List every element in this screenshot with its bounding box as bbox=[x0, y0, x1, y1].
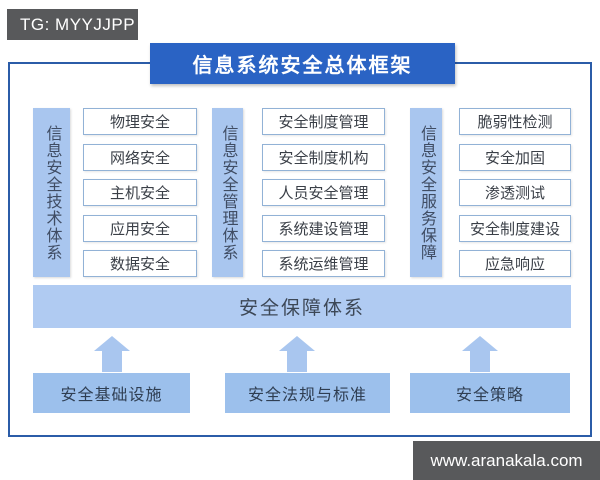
framework-item: 渗透测试 bbox=[459, 179, 571, 206]
arrow-head bbox=[462, 336, 498, 351]
arrow-stem bbox=[102, 351, 122, 372]
framework-item: 安全制度建设 bbox=[459, 214, 571, 242]
arrow-head bbox=[94, 336, 130, 351]
framework-item: 应用安全 bbox=[83, 214, 197, 242]
column-stack-technology: 物理安全 网络安全 主机安全 应用安全 数据安全 bbox=[83, 108, 197, 277]
arrow-stem bbox=[287, 351, 307, 372]
up-arrow-icon bbox=[462, 336, 498, 372]
column-stack-service: 脆弱性检测 安全加固 渗透测试 安全制度建设 应急响应 bbox=[459, 108, 571, 277]
arrow-stem bbox=[470, 351, 490, 372]
framework-item: 应急响应 bbox=[459, 250, 571, 277]
framework-item: 安全制度机构 bbox=[262, 143, 385, 171]
framework-item: 主机安全 bbox=[83, 179, 197, 206]
column-label-management: 信息安全管理体系 bbox=[212, 108, 243, 277]
assurance-system-bar: 安全保障体系 bbox=[33, 285, 571, 328]
framework-item: 数据安全 bbox=[83, 250, 197, 277]
foundation-box-infrastructure: 安全基础设施 bbox=[33, 373, 190, 413]
column-label-service: 信息安全服务保障 bbox=[410, 108, 442, 277]
up-arrow-icon bbox=[94, 336, 130, 372]
framework-item: 人员安全管理 bbox=[262, 179, 385, 206]
tg-badge: TG: MYYJJPP bbox=[7, 9, 138, 40]
framework-item: 系统建设管理 bbox=[262, 214, 385, 242]
framework-item: 脆弱性检测 bbox=[459, 108, 571, 135]
framework-item: 系统运维管理 bbox=[262, 250, 385, 277]
framework-item: 安全制度管理 bbox=[262, 108, 385, 135]
framework-item: 安全加固 bbox=[459, 143, 571, 171]
up-arrow-icon bbox=[279, 336, 315, 372]
column-stack-management: 安全制度管理 安全制度机构 人员安全管理 系统建设管理 系统运维管理 bbox=[262, 108, 385, 277]
framework-item: 物理安全 bbox=[83, 108, 197, 135]
diagram-title: 信息系统安全总体框架 bbox=[150, 43, 455, 84]
foundation-box-regulations: 安全法规与标准 bbox=[225, 373, 390, 413]
column-label-technology: 信息安全技术体系 bbox=[33, 108, 70, 277]
watermark: www.aranakala.com bbox=[413, 441, 600, 480]
arrow-head bbox=[279, 336, 315, 351]
foundation-box-policy: 安全策略 bbox=[410, 373, 570, 413]
framework-item: 网络安全 bbox=[83, 143, 197, 171]
